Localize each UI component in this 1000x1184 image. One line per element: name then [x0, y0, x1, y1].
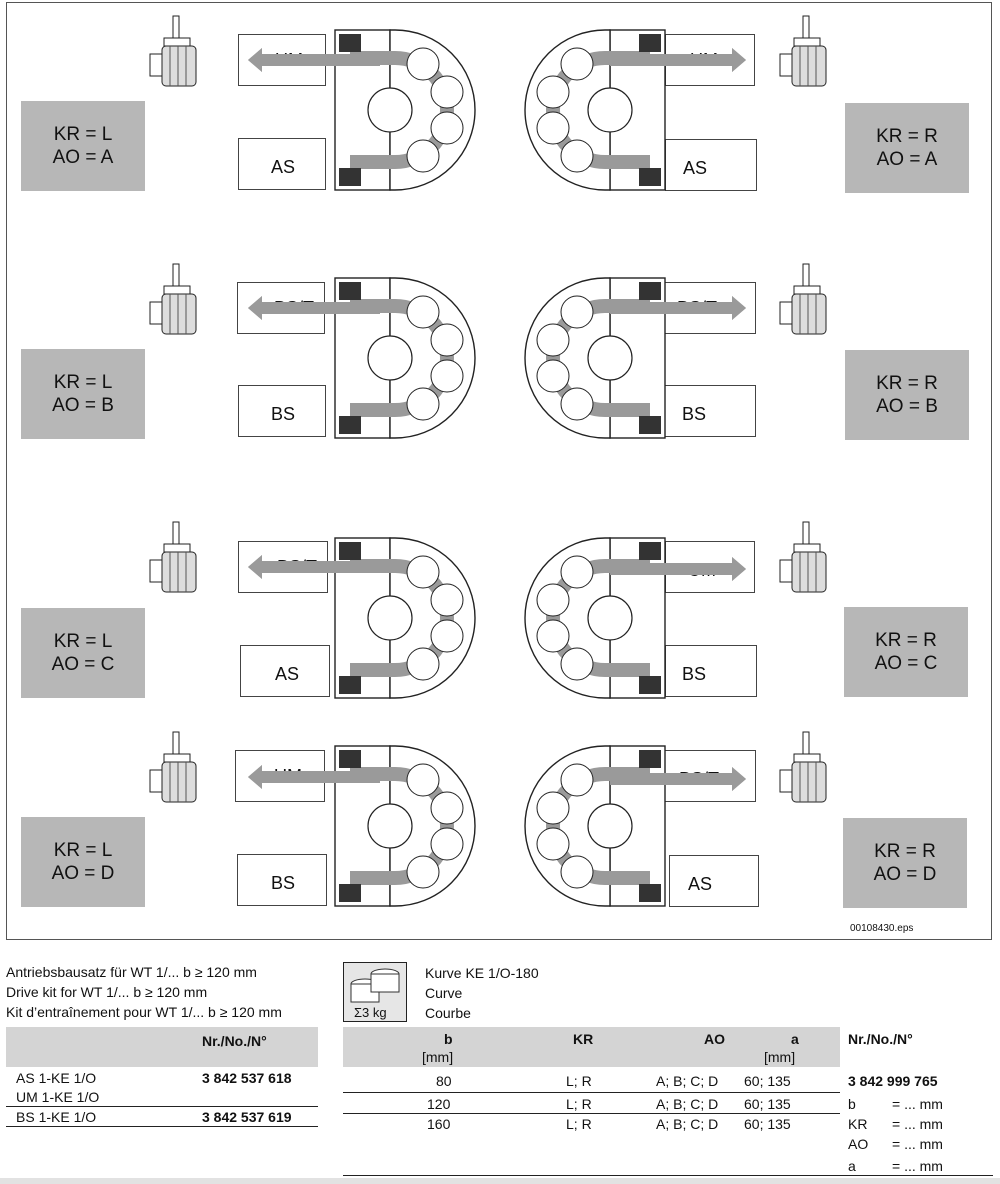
row-kr: L; R	[566, 1116, 592, 1132]
row-b: 160	[427, 1116, 451, 1132]
kr-value: KR = L	[53, 124, 113, 145]
bottom-label: BS	[271, 404, 296, 424]
flow-arrow	[248, 765, 380, 789]
bottom-label-box: AS	[669, 855, 759, 907]
row-ao: A; B; C; D	[656, 1116, 719, 1132]
flow-arrow	[610, 296, 746, 320]
kr-value: KR = L	[53, 840, 113, 861]
config-label-r-d: KR = R AO = D	[843, 818, 967, 908]
kr-value: KR = R	[876, 126, 938, 147]
curve-title-de: Kurve KE 1/O-180	[425, 965, 539, 981]
row-divider	[343, 1092, 840, 1093]
curve-order-number: 3 842 999 765	[848, 1073, 938, 1089]
bottom-label: BS	[682, 404, 707, 424]
config-label-l-d: KR = L AO = D	[21, 817, 145, 907]
bottom-label-box: AS	[240, 645, 330, 697]
bottom-label: AS	[688, 874, 713, 894]
bottom-label: AS	[275, 664, 300, 684]
ao-value: AO = C	[51, 654, 115, 675]
row-divider	[6, 1106, 318, 1107]
bottom-label: BS	[682, 664, 707, 684]
row-a: 60; 135	[744, 1116, 791, 1132]
kr-value: KR = R	[876, 373, 938, 394]
param-key: a	[848, 1158, 856, 1174]
config-label-l-a: KR = L AO = A	[21, 101, 145, 191]
kr-value: KR = L	[53, 631, 113, 652]
flow-arrow	[248, 555, 380, 579]
drive-kit-header: Nr./No./N°	[6, 1027, 318, 1067]
ao-value: AO = C	[874, 653, 938, 674]
flow-arrow	[610, 767, 746, 791]
drive-kit-title-de: Antriebsbausatz für WT 1/... b ≥ 120 mm	[6, 964, 257, 980]
curve-table-header: b [mm] KR AO a [mm]	[343, 1027, 840, 1067]
curve-title-en: Curve	[425, 985, 463, 1001]
config-label-r-b: KR = R AO = B	[845, 350, 969, 440]
kr-value: KR = R	[875, 630, 937, 651]
bottom-label-box: BS	[664, 385, 756, 437]
curve-title-fr: Courbe	[425, 1005, 471, 1021]
row-divider	[6, 1126, 318, 1127]
kr-value: KR = L	[53, 372, 113, 393]
ao-value: AO = A	[876, 149, 938, 170]
col-b: b	[444, 1031, 453, 1047]
ao-value: AO = B	[876, 396, 938, 417]
kit-name: BS 1-KE 1/O	[16, 1109, 97, 1125]
col-a: a	[791, 1031, 799, 1047]
weight-icon	[343, 962, 407, 1022]
flow-arrow	[610, 48, 746, 72]
row-ao: A; B; C; D	[656, 1073, 719, 1089]
bottom-label-box: AS	[238, 138, 326, 190]
row-a: 60; 135	[744, 1096, 791, 1112]
row-ao: A; B; C; D	[656, 1096, 719, 1112]
ao-value: AO = B	[52, 395, 114, 416]
col-a-unit: [mm]	[764, 1049, 796, 1065]
ao-value: AO = D	[51, 863, 115, 884]
table-bottom-rule	[343, 1175, 993, 1176]
param-value: = ... mm	[892, 1096, 943, 1112]
bottom-label: BS	[271, 873, 296, 893]
flow-arrow	[248, 296, 380, 320]
param-key: KR	[848, 1116, 868, 1132]
bottom-label: AS	[271, 157, 296, 177]
param-value: = ... mm	[892, 1136, 943, 1152]
kit-name: UM 1-KE 1/O	[16, 1089, 100, 1105]
param-key: AO	[848, 1136, 869, 1152]
param-value: = ... mm	[892, 1158, 943, 1174]
flow-arrow	[248, 48, 380, 72]
kit-number: 3 842 537 619	[202, 1109, 292, 1125]
col-ao: AO	[704, 1031, 725, 1047]
bottom-label-box: BS	[237, 854, 327, 906]
ao-value: AO = D	[873, 864, 937, 885]
drive-kit-title-en: Drive kit for WT 1/... b ≥ 120 mm	[6, 984, 208, 1000]
kit-number: 3 842 537 618	[202, 1070, 292, 1086]
weight-label: Σ3 kg	[354, 1005, 387, 1020]
drive-kit-title-fr: Kit d’entraînement pour WT 1/... b ≥ 120…	[6, 1004, 282, 1020]
curve-drawings	[149, 15, 827, 940]
col-header-nr: Nr./No./N°	[202, 1033, 267, 1049]
page-footer-bar	[0, 1178, 1000, 1184]
bottom-label-box: BS	[238, 385, 326, 437]
param-value: = ... mm	[892, 1116, 943, 1132]
row-b: 80	[436, 1073, 452, 1089]
row-kr: L; R	[566, 1073, 592, 1089]
col-kr: KR	[573, 1031, 594, 1047]
bottom-label: AS	[683, 158, 708, 178]
config-label-l-b: KR = L AO = B	[21, 349, 145, 439]
row-a: 60; 135	[744, 1073, 791, 1089]
config-label-l-c: KR = L AO = C	[21, 608, 145, 698]
diagram-frame	[6, 2, 992, 940]
file-name: 00108430.eps	[850, 923, 914, 934]
kr-value: KR = R	[874, 841, 936, 862]
param-key: b	[848, 1096, 856, 1112]
row-divider	[343, 1113, 840, 1114]
ao-value: AO = A	[52, 147, 114, 168]
config-label-r-a: KR = R AO = A	[845, 103, 969, 193]
row-b: 120	[427, 1096, 451, 1112]
col-b-unit: [mm]	[422, 1049, 454, 1065]
row-kr: L; R	[566, 1096, 592, 1112]
col-header-nr: Nr./No./N°	[848, 1031, 913, 1047]
config-label-r-c: KR = R AO = C	[844, 607, 968, 697]
kit-name: AS 1-KE 1/O	[16, 1070, 97, 1086]
flow-arrow	[610, 557, 746, 581]
